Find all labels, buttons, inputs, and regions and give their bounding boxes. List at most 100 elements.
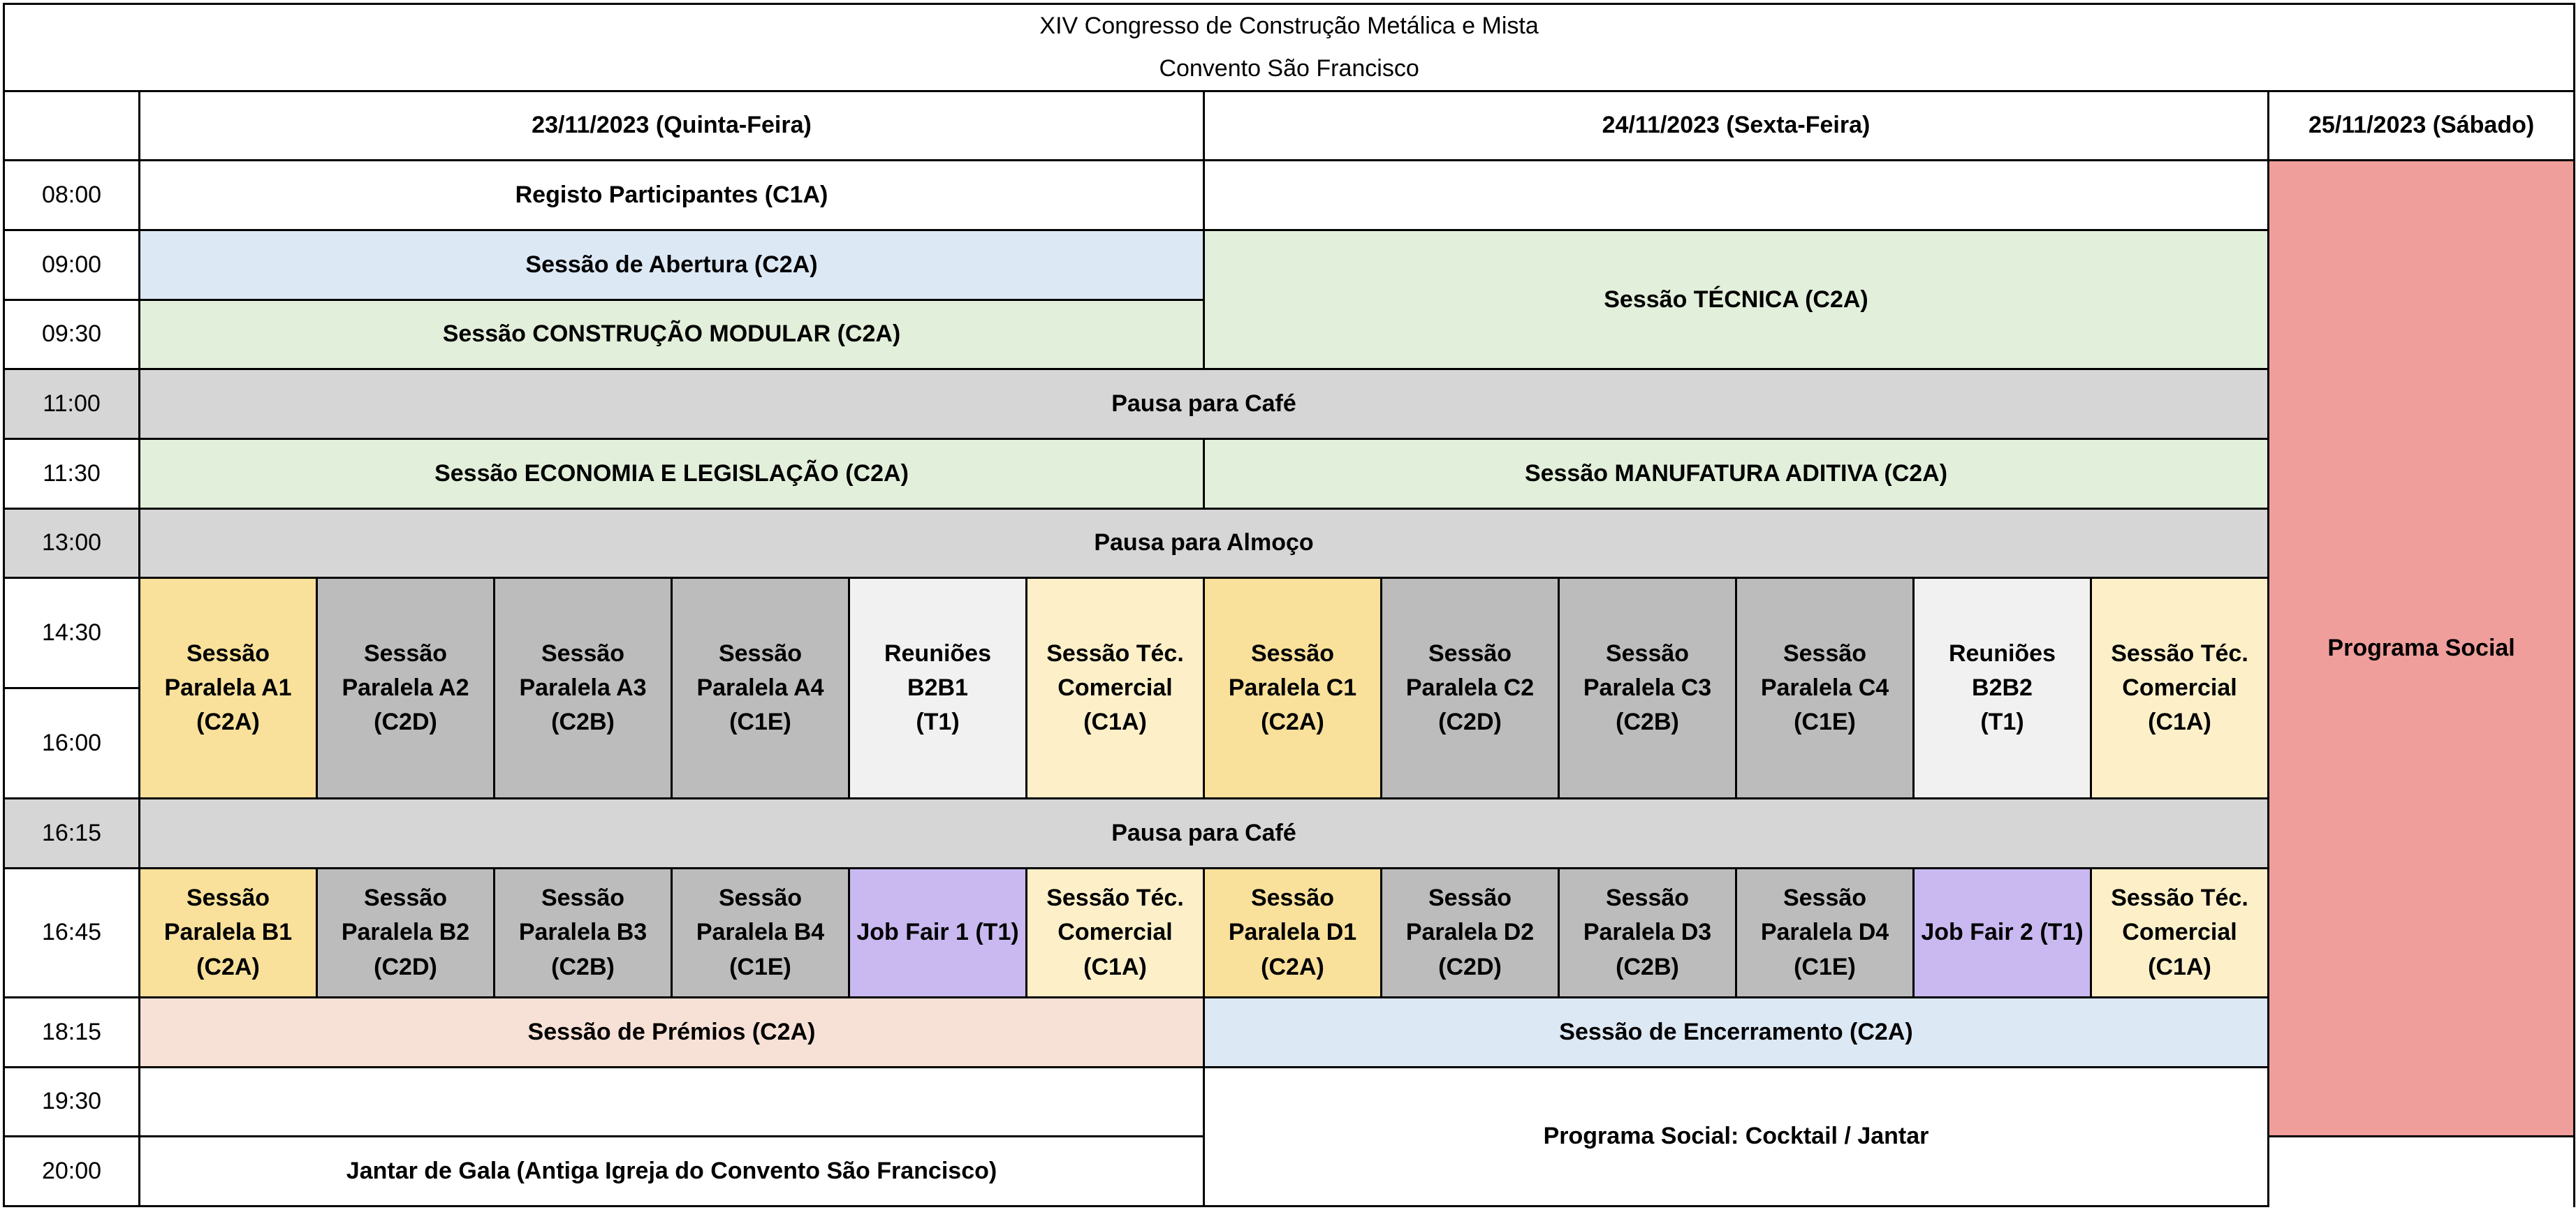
- parallel-session-line: Sessão: [1428, 640, 1512, 667]
- parallel-session-line: Sessão: [1250, 884, 1335, 911]
- time-cell: 09:00: [3, 229, 140, 301]
- parallel-session-line: Sessão: [1605, 640, 1690, 667]
- parallel-session-line: (C2B): [551, 953, 615, 980]
- session-cocktail: Programa Social: Cocktail / Jantar: [1203, 1065, 2269, 1208]
- time-cell: 19:30: [3, 1065, 140, 1138]
- session-premios: Sessão de Prémios (C2A): [138, 996, 1205, 1068]
- parallel-session-line: (C2B): [1616, 953, 1679, 980]
- parallel-session-line: (C2D): [374, 953, 437, 980]
- session-pausa-cafe-1: Pausa para Café: [138, 368, 2269, 440]
- parallel-session-line: Comercial: [2122, 919, 2237, 946]
- congress-venue: Convento São Francisco: [2, 47, 2576, 92]
- session-programa-social-saturday: Programa Social: [2267, 159, 2576, 1138]
- day-header-thursday: 23/11/2023 (Quinta-Feira): [138, 89, 1205, 162]
- time-cell: 20:00: [3, 1135, 140, 1207]
- parallel-session-line: Comercial: [2122, 674, 2237, 701]
- parallel-session-line: Paralela B1: [163, 919, 293, 946]
- time-cell: 13:00: [3, 507, 140, 580]
- parallel-session-line: (C2A): [196, 953, 260, 980]
- empty-cell: [138, 1065, 1205, 1138]
- parallel-session-line: (C1E): [729, 709, 791, 736]
- time-cell: 18:15: [3, 996, 140, 1068]
- parallel-session-line: Paralela D2: [1405, 919, 1535, 946]
- day-header-saturday: 25/11/2023 (Sábado): [2267, 89, 2576, 162]
- session-pausa-cafe-2: Pausa para Café: [138, 797, 2269, 869]
- parallel-session-cell: Sessão Téc.Comercial(C1A): [1025, 866, 1205, 998]
- time-cell: 11:30: [3, 437, 140, 510]
- parallel-session-line: (C2A): [1261, 953, 1324, 980]
- parallel-session-line: (C1E): [729, 953, 791, 980]
- parallel-session-line: Sessão: [541, 640, 625, 667]
- parallel-session-line: Paralela A2: [342, 674, 469, 701]
- parallel-session-line: Sessão: [541, 884, 625, 911]
- congress-title: XIV Congresso de Construção Metálica e M…: [2, 2, 2576, 47]
- parallel-session-line: (C2A): [196, 709, 260, 736]
- parallel-session-line: (C2D): [374, 709, 437, 736]
- parallel-session-line: Sessão: [718, 884, 803, 911]
- parallel-session-line: Paralela C2: [1405, 674, 1535, 701]
- parallel-session-line: (T1): [1980, 709, 2024, 736]
- session-economia: Sessão ECONOMIA E LEGISLAÇÃO (C2A): [138, 437, 1205, 510]
- parallel-session-line: Job Fair 2 (T1): [1921, 919, 2084, 946]
- parallel-session-line: (C2B): [1616, 709, 1679, 736]
- parallel-session-line: Sessão: [1605, 884, 1690, 911]
- parallel-session-line: Paralela D4: [1760, 919, 1889, 946]
- parallel-session-cell: Job Fair 1 (T1): [848, 866, 1027, 998]
- session-tecnica: Sessão TÉCNICA (C2A): [1203, 229, 2269, 371]
- parallel-session-line: Paralela B2: [341, 919, 470, 946]
- parallel-session-line: Comercial: [1058, 919, 1173, 946]
- parallel-session-line: Paralela C3: [1583, 674, 1712, 701]
- parallel-session-cell: Sessão Téc.Comercial(C1A): [1025, 577, 1205, 800]
- session-almoco: Pausa para Almoço: [138, 507, 2269, 580]
- time-cell: 09:30: [3, 298, 140, 371]
- parallel-session-line: (C1A): [2148, 953, 2211, 980]
- parallel-session-line: Comercial: [1058, 674, 1173, 701]
- parallel-session-cell: Reuniões B2B1(T1): [848, 577, 1027, 800]
- time-cell: 16:15: [3, 797, 140, 869]
- parallel-session-line: (C1A): [2148, 709, 2211, 736]
- parallel-session-line: Sessão Téc.: [2111, 884, 2248, 911]
- parallel-session-line: Sessão: [718, 640, 803, 667]
- time-cell: 16:45: [3, 866, 140, 998]
- session-modular: Sessão CONSTRUÇÃO MODULAR (C2A): [138, 298, 1205, 371]
- parallel-session-line: (C1A): [1083, 709, 1147, 736]
- parallel-session-line: Job Fair 1 (T1): [856, 919, 1019, 946]
- time-cell: 14:30: [3, 577, 140, 690]
- empty-cell: [1203, 159, 2269, 232]
- time-cell: 11:00: [3, 368, 140, 440]
- parallel-session-line: (C1E): [1794, 709, 1856, 736]
- session-jantar-gala: Jantar de Gala (Antiga Igreja do Convent…: [138, 1135, 1205, 1207]
- session-registo: Registo Participantes (C1A): [138, 159, 1205, 232]
- time-cell: 16:00: [3, 687, 140, 800]
- parallel-session-line: (C1E): [1794, 953, 1856, 980]
- parallel-session-line: Reuniões B2B2: [1948, 640, 2056, 701]
- parallel-session-line: Sessão: [1250, 640, 1335, 667]
- parallel-session-line: Paralela A3: [519, 674, 647, 701]
- parallel-session-line: Sessão: [1783, 884, 1867, 911]
- parallel-session-line: Sessão: [363, 640, 448, 667]
- parallel-session-line: (C2A): [1261, 709, 1324, 736]
- parallel-session-line: Sessão: [186, 640, 270, 667]
- parallel-session-line: Sessão: [363, 884, 448, 911]
- parallel-session-line: (C1A): [1083, 953, 1147, 980]
- session-manufatura: Sessão MANUFATURA ADITIVA (C2A): [1203, 437, 2269, 510]
- parallel-session-cell: Reuniões B2B2 (T1): [1912, 577, 2092, 800]
- parallel-session-line: Reuniões B2B1: [884, 640, 992, 701]
- parallel-session-line: Paralela A1: [164, 674, 292, 701]
- parallel-session-cell: Sessão Téc. Comercial (C1A): [2090, 866, 2269, 998]
- parallel-session-line: Paralela B3: [518, 919, 647, 946]
- time-cell: 08:00: [3, 159, 140, 232]
